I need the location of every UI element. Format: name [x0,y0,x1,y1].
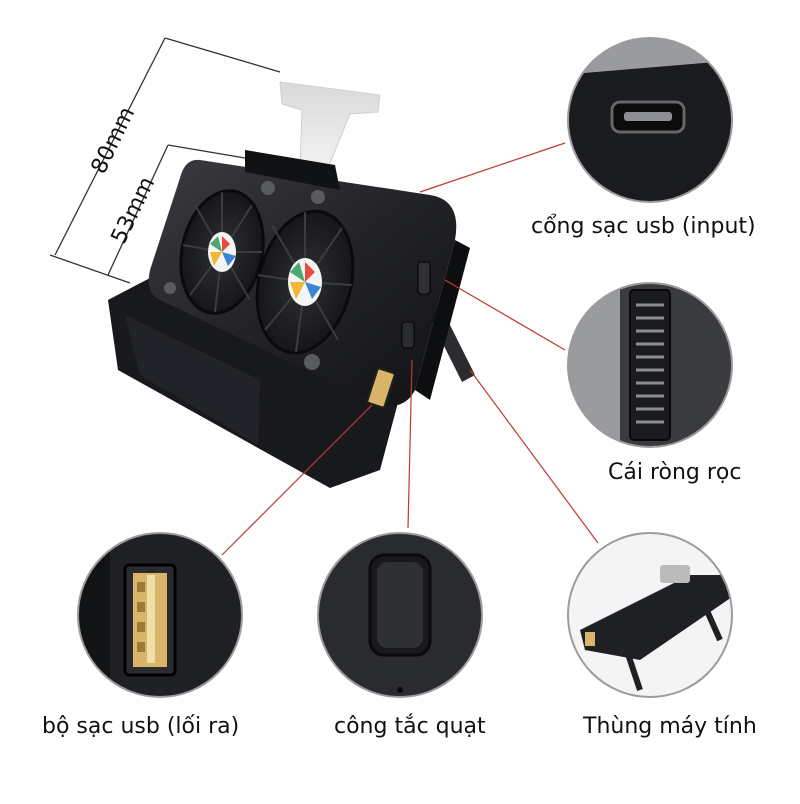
phone-clip [279,81,381,169]
callout-fan-switch [318,533,482,697]
leader-lines [221,142,599,556]
callout-case [568,533,732,697]
usb-output-port [366,367,396,409]
side-pulley [417,261,431,295]
label-usb-output: bộ sạc usb (lối ra) [42,714,240,739]
label-case: Thùng máy tính [583,714,757,739]
callout-ring [567,37,733,203]
callout-ring [567,532,733,698]
label-fan-switch: công tắc quạt [334,714,486,739]
callout-ring [567,282,733,448]
callout-usb-input [568,38,732,202]
label-pulley: Cái ròng rọc [608,460,742,485]
callout-pulley [568,283,732,447]
side-switch [401,321,415,349]
dimension-lines [49,37,281,284]
fan-right [255,209,355,355]
fan-left [179,189,265,315]
callout-ring [317,532,483,698]
label-usb-input: cổng sạc usb (input) [531,214,756,239]
callout-ring [77,532,243,698]
callout-usb-output [78,533,242,697]
